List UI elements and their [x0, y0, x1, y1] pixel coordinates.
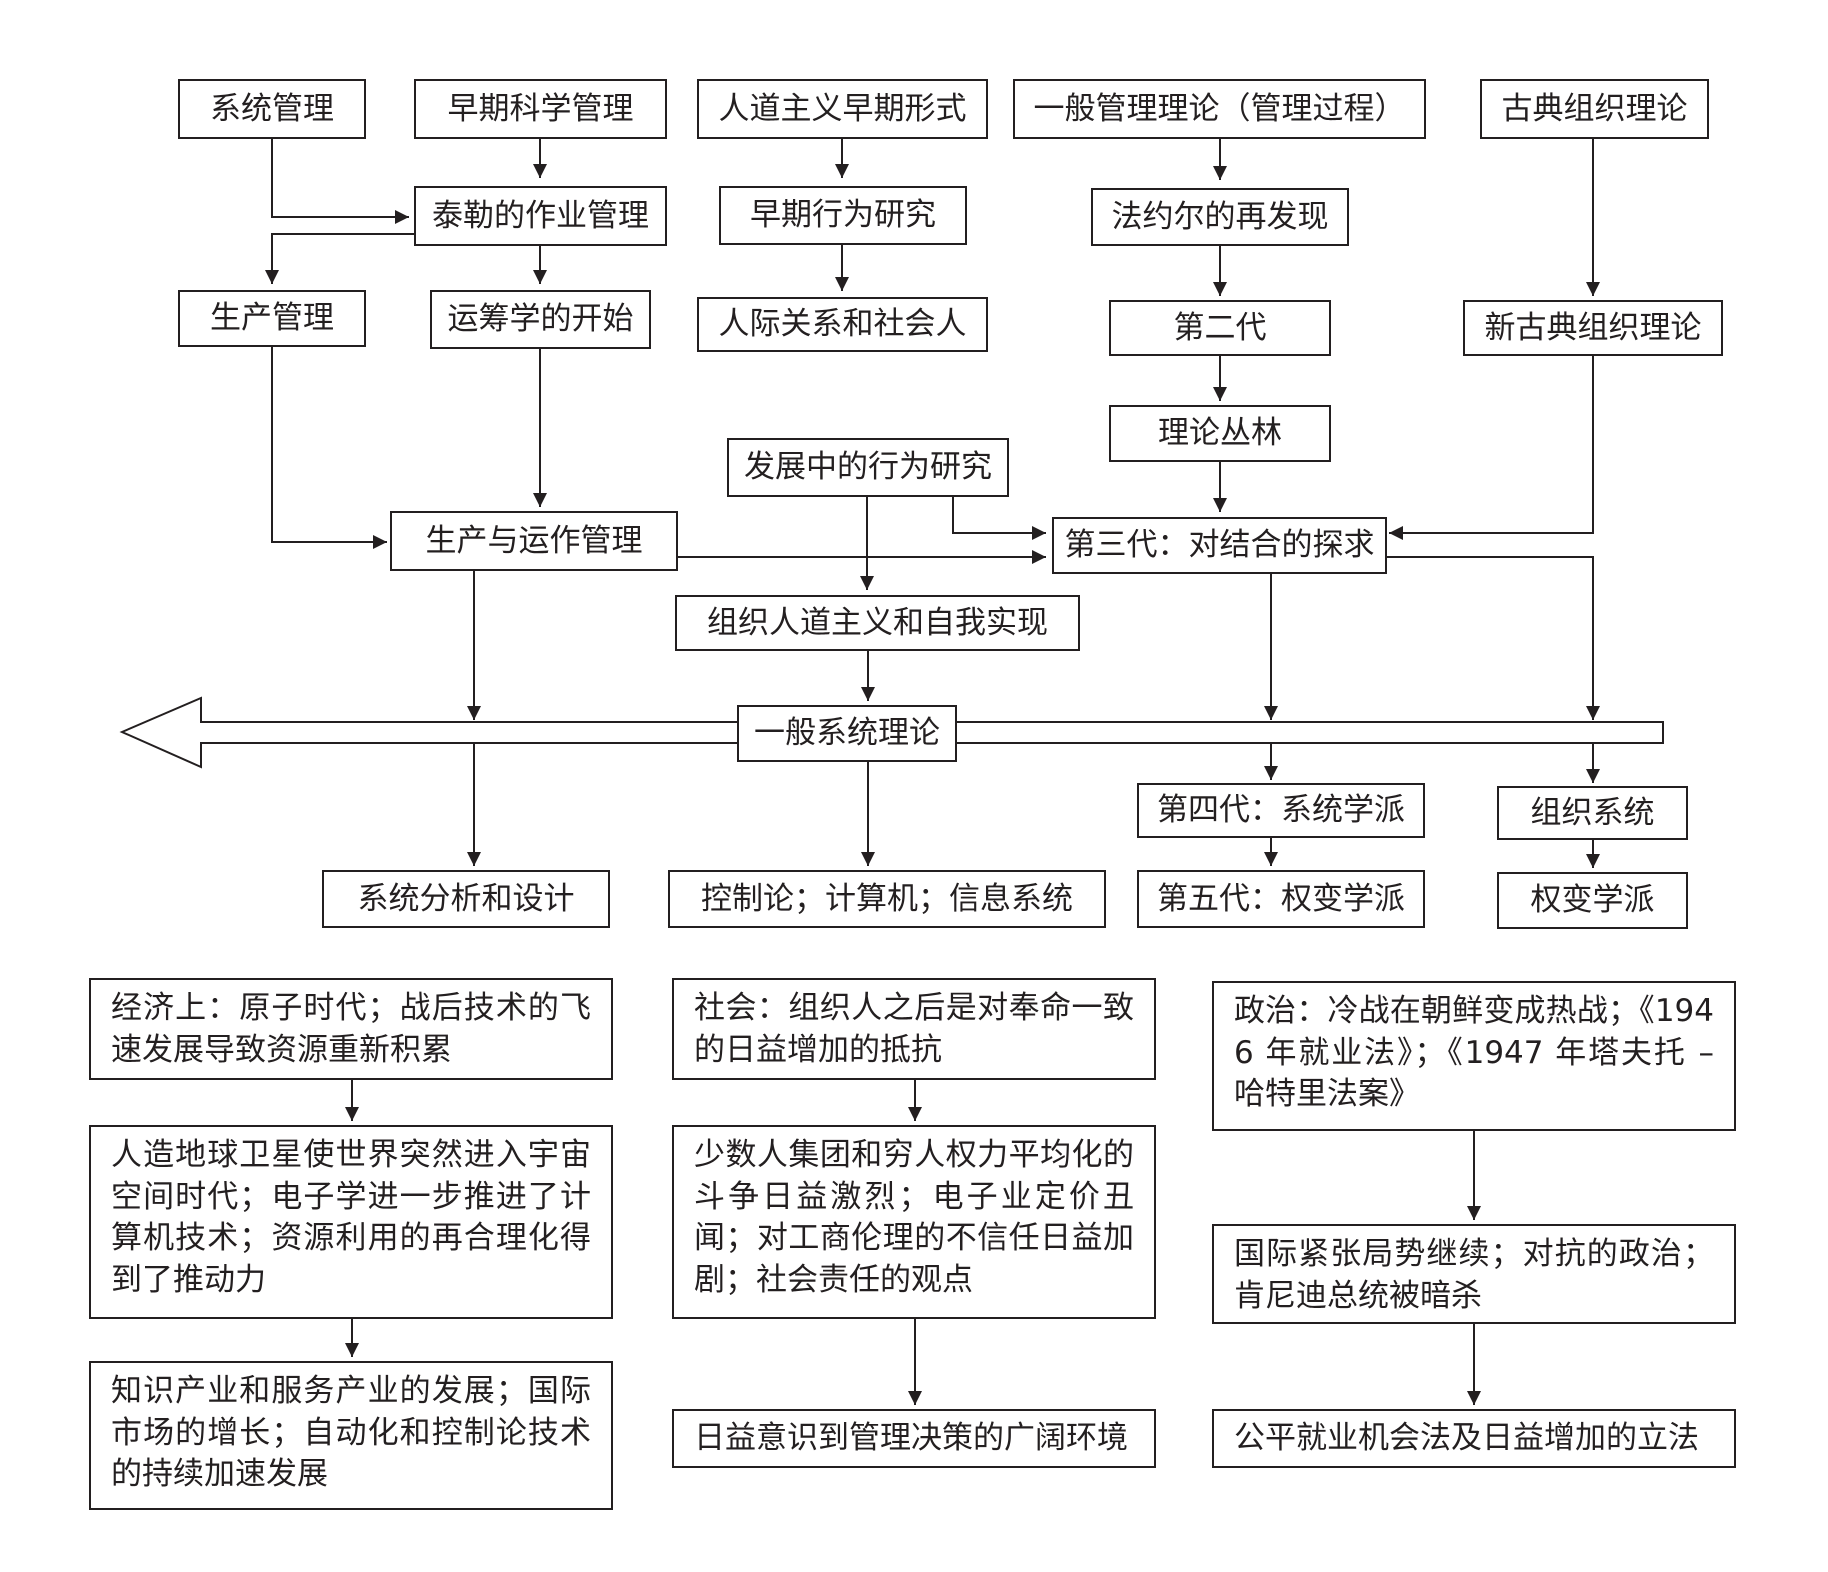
arrow-third-to-orgsys: [1387, 556, 1600, 720]
node-organization-systems: 组织系统: [1497, 786, 1688, 840]
node-operations-research-beginning: 运筹学的开始: [430, 290, 651, 349]
node-organizational-humanism: 组织人道主义和自我实现: [675, 595, 1080, 651]
node-systems-management: 系统管理: [178, 79, 366, 139]
social-box-2: 少数人集团和穷人权力平均化的斗争日益激烈；电子业定价丑闻；对工商伦理的不信任日益…: [672, 1125, 1156, 1319]
node-production-operations-management: 生产与运作管理: [390, 511, 678, 571]
node-neoclassical-organization-theory: 新古典组织理论: [1463, 300, 1723, 356]
arrow-devbeh-to-third: [952, 497, 1046, 540]
economic-box-3: 知识产业和服务产业的发展；国际市场的增长；自动化和控制论技术的持续加速发展: [89, 1361, 613, 1510]
node-production-management: 生产管理: [178, 290, 366, 347]
node-contingency-school: 权变学派: [1497, 872, 1688, 929]
node-systems-analysis-design: 系统分析和设计: [322, 870, 610, 928]
economic-box-2: 人造地球卫星使世界突然进入宇宙空间时代；电子学进一步推进了计算机技术；资源利用的…: [89, 1125, 613, 1319]
node-second-generation: 第二代: [1109, 300, 1331, 356]
node-early-scientific-management: 早期科学管理: [414, 79, 667, 139]
node-cybernetics-computers-is: 控制论；计算机；信息系统: [668, 870, 1106, 928]
node-human-relations-social-man: 人际关系和社会人: [697, 297, 988, 352]
node-general-management-theory: 一般管理理论（管理过程）: [1013, 79, 1426, 139]
node-developing-behavioral-research: 发展中的行为研究: [727, 438, 1009, 497]
node-third-generation: 第三代：对结合的探求: [1052, 517, 1387, 574]
political-box-2: 国际紧张局势继续；对抗的政治；肯尼迪总统被暗杀: [1212, 1224, 1736, 1324]
arrow-taylor-to-production: [265, 233, 414, 284]
node-theory-jungle: 理论丛林: [1109, 405, 1331, 462]
political-box-1: 政治：冷战在朝鲜变成热战；《1946 年就业法》；《1947 年塔夫托 – 哈特…: [1212, 981, 1736, 1131]
node-classical-organization-theory: 古典组织理论: [1480, 79, 1709, 139]
economic-box-1: 经济上：原子时代；战后技术的飞速发展导致资源重新积累: [89, 978, 613, 1080]
arrow-neoclassical-to-third: [1389, 356, 1594, 540]
political-box-3: 公平就业机会法及日益增加的立法: [1212, 1409, 1736, 1468]
social-box-3: 日益意识到管理决策的广阔环境: [672, 1409, 1156, 1468]
arrow-production-to-pom: [271, 347, 387, 549]
node-general-systems-theory: 一般系统理论: [737, 705, 957, 762]
social-box-1: 社会：组织人之后是对奉命一致的日益增加的抵抗: [672, 978, 1156, 1080]
node-taylor-task-management: 泰勒的作业管理: [414, 186, 667, 246]
node-fifth-generation: 第五代：权变学派: [1137, 870, 1425, 928]
node-fayol-rediscovery: 法约尔的再发现: [1091, 188, 1349, 246]
node-early-behavioral-research: 早期行为研究: [719, 186, 967, 245]
arrow-systems-to-taylor: [271, 139, 409, 224]
node-humanism-early-forms: 人道主义早期形式: [697, 79, 988, 139]
node-fourth-generation: 第四代：系统学派: [1137, 783, 1425, 838]
